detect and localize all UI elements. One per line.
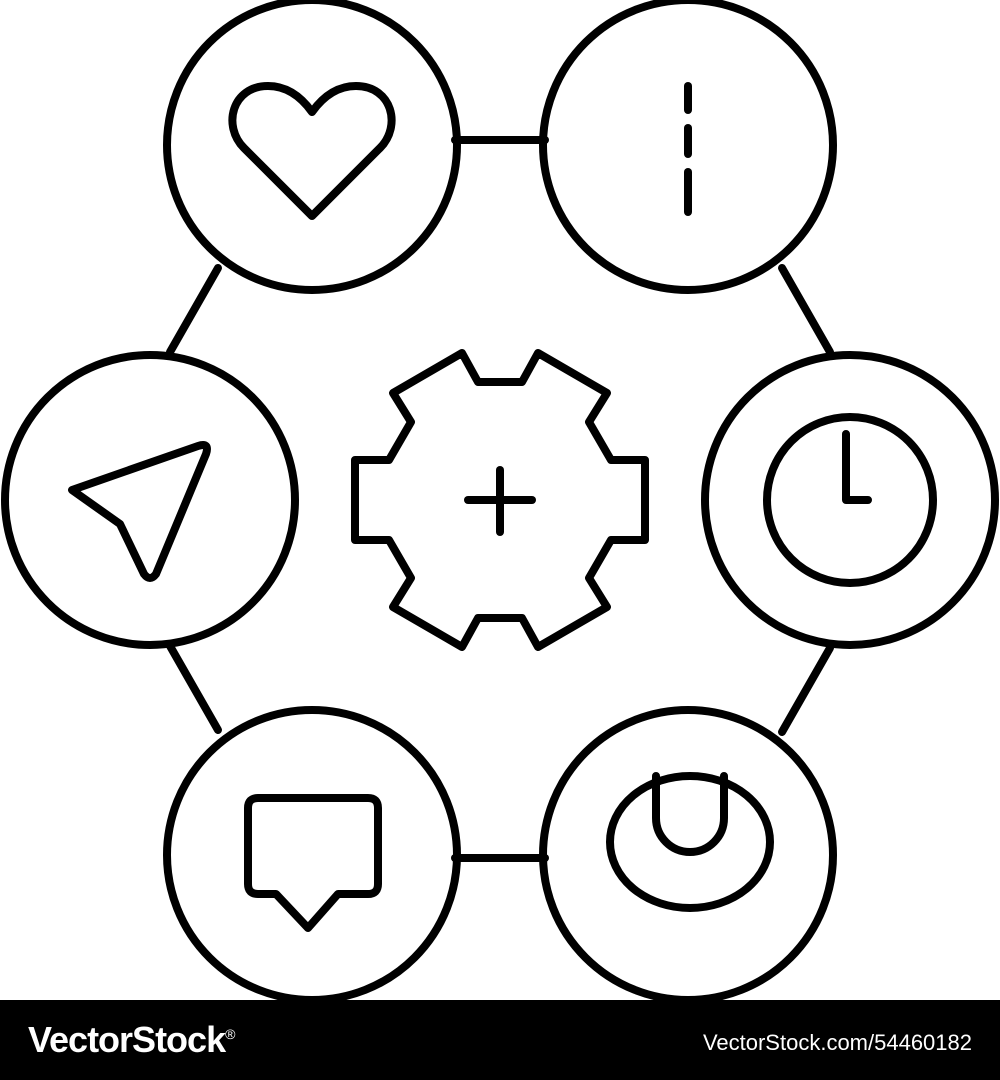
chat-bubble-node-circle [163,706,461,1000]
brand-logo: VectorStock® [28,1019,235,1061]
footer-bar: VectorStock® VectorStock.com/54460182 [0,1000,1000,1080]
gear-plus-icon[interactable] [351,349,649,651]
clock-icon [763,413,937,587]
eye-icon [606,772,774,912]
brand-name: VectorStock [28,1019,226,1060]
clock-node-circle [701,351,999,649]
heart-node-circle [163,0,461,294]
chat-bubble-node[interactable] [163,706,461,1000]
app-integration-illustration [1,0,999,1000]
connector-arrow-heart [166,264,222,356]
dashed-line-node-circle [539,0,837,294]
dashed-line-node[interactable] [539,0,837,294]
heart-node[interactable] [163,0,461,294]
navigation-arrow-icon [68,441,211,582]
eye-node-circle [539,706,837,1000]
eye-node[interactable] [539,706,837,1000]
connector-chat-arrow [166,642,222,734]
connector-lines [166,136,834,862]
image-url: VectorStock.com/54460182 [702,1030,972,1055]
navigation-arrow-node[interactable] [1,351,299,649]
connector-dashed-clock [778,264,834,356]
chat-bubble-icon [244,794,382,932]
clock-node[interactable] [701,351,999,649]
navigation-arrow-node-circle [1,351,299,649]
brand-trademark: ® [225,1026,235,1042]
heart-icon [228,82,396,220]
plus-icon [464,466,536,536]
gear-outline [351,349,649,651]
connector-clock-eye [778,644,834,736]
